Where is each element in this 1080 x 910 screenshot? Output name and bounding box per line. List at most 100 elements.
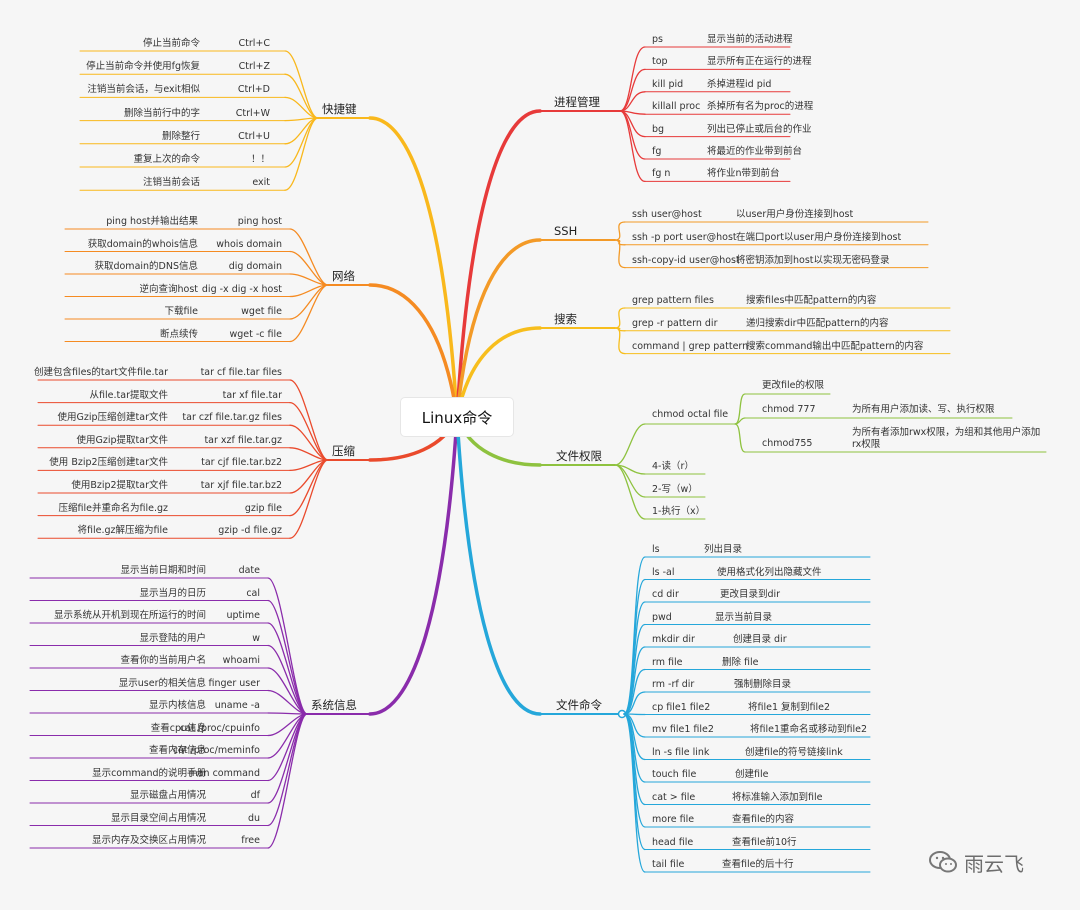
file-item-cmd[interactable]: head file	[652, 836, 694, 848]
file-item-cmd[interactable]: cd dir	[652, 589, 679, 600]
file-item-cmd[interactable]: ls -al	[652, 566, 675, 578]
sysinfo-item-desc[interactable]: 显示内核信息	[148, 700, 206, 711]
file-item-cmd[interactable]: tail file	[652, 859, 685, 870]
category-compress[interactable]: 压缩	[332, 444, 355, 458]
sysinfo-item-desc[interactable]: 查看cpu信息	[150, 722, 206, 734]
compress-item-cmd[interactable]: gzip -d file.gz	[218, 525, 282, 537]
file-item-desc[interactable]: 创建file	[735, 769, 769, 780]
shortcut-item-cmd[interactable]: Ctrl+Z	[238, 61, 270, 73]
shortcut-item-cmd[interactable]: exit	[252, 177, 270, 189]
file-item-desc[interactable]: 删除 file	[722, 656, 759, 668]
search-item-desc[interactable]: 搜索command输出中匹配pattern的内容	[746, 340, 924, 352]
sysinfo-item-desc[interactable]: 显示登陆的用户	[139, 632, 206, 644]
shortcut-item-cmd[interactable]: Ctrl+U	[238, 130, 270, 142]
file-item-cmd[interactable]: mkdir dir	[652, 634, 695, 645]
center-node[interactable]: Linux命令	[401, 398, 513, 436]
sysinfo-item-desc[interactable]: 显示command的说明手册	[92, 767, 206, 779]
shortcut-item-cmd[interactable]: Ctrl+W	[235, 107, 270, 119]
perm-chmod-cmd[interactable]: chmod octal file	[652, 409, 729, 420]
sysinfo-item-cmd[interactable]: whoami	[222, 655, 260, 666]
network-item-cmd[interactable]: dig domain	[228, 261, 282, 272]
network-item-cmd[interactable]: wget -c file	[229, 328, 282, 340]
file-item-cmd[interactable]: more file	[652, 814, 695, 825]
compress-item-desc[interactable]: 使用Bzip2提取tar文件	[71, 480, 168, 491]
network-item-cmd[interactable]: wget file	[241, 306, 282, 317]
file-item-cmd[interactable]: rm file	[652, 656, 683, 668]
sysinfo-item-cmd[interactable]: free	[241, 835, 260, 846]
compress-item-desc[interactable]: 将file.gz解压缩为file	[77, 525, 168, 537]
perm-chmod-desc[interactable]: 更改file的权限	[762, 380, 824, 391]
file-item-cmd[interactable]: mv file1 file2	[652, 724, 714, 735]
sysinfo-item-cmd[interactable]: uname -a	[214, 700, 260, 711]
shortcut-item-desc[interactable]: 删除当前行中的字	[123, 107, 200, 119]
process-item-cmd[interactable]: killall proc	[652, 101, 701, 113]
perm-777-cmd[interactable]: chmod 777	[762, 404, 816, 415]
compress-item-cmd[interactable]: gzip file	[244, 502, 282, 514]
shortcut-item-desc[interactable]: 停止当前命令并使用fg恢复	[86, 61, 200, 73]
process-item-desc[interactable]: 将作业n带到前台	[707, 168, 780, 180]
sysinfo-item-cmd[interactable]: df	[250, 790, 260, 801]
process-item-cmd[interactable]: kill pid	[652, 78, 684, 90]
sysinfo-item-cmd[interactable]: finger user	[208, 677, 260, 689]
shortcut-item-desc[interactable]: 删除整行	[161, 130, 200, 142]
shortcut-item-cmd[interactable]: Ctrl+D	[237, 84, 270, 96]
sysinfo-item-desc[interactable]: 显示user的相关信息	[118, 677, 206, 689]
shortcut-item-desc[interactable]: 注销当前会话	[142, 177, 200, 189]
compress-item-desc[interactable]: 压缩file并重命名为file.gz	[58, 502, 168, 514]
file-item-desc[interactable]: 更改目录到dir	[720, 589, 781, 600]
ssh-item-cmd[interactable]: ssh-copy-id user@host	[632, 254, 740, 266]
network-item-cmd[interactable]: ping host	[237, 216, 282, 227]
sysinfo-item-desc[interactable]: 显示当前日期和时间	[120, 565, 206, 576]
sysinfo-item-desc[interactable]: 显示磁盘占用情况	[129, 790, 206, 801]
network-item-cmd[interactable]: whois domain	[216, 238, 282, 250]
file-item-desc[interactable]: 将标准输入添加到file	[732, 791, 823, 803]
file-item-desc[interactable]: 强制删除目录	[734, 679, 792, 690]
compress-item-desc[interactable]: 从file.tar提取文件	[89, 389, 168, 401]
category-perm[interactable]: 文件权限	[556, 449, 602, 463]
network-item-desc[interactable]: 逆向查询host	[139, 283, 198, 295]
file-item-cmd[interactable]: ls	[652, 544, 660, 555]
shortcut-item-desc[interactable]: 注销当前会话，与exit相似	[87, 84, 200, 96]
category-sysinfo[interactable]: 系统信息	[311, 698, 357, 712]
ssh-item-desc[interactable]: 以user用户身份连接到host	[736, 209, 854, 220]
sysinfo-item-desc[interactable]: 查看你的当前用户名	[120, 655, 206, 666]
file-item-cmd[interactable]: cp file1 file2	[652, 701, 711, 713]
shortcut-item-desc[interactable]: 停止当前命令	[142, 38, 200, 49]
sysinfo-item-cmd[interactable]: du	[247, 812, 260, 824]
compress-item-cmd[interactable]: tar xf file.tar	[222, 389, 282, 401]
process-item-cmd[interactable]: fg	[652, 146, 662, 157]
compress-item-cmd[interactable]: tar xjf file.tar.bz2	[200, 480, 282, 491]
category-shortcut[interactable]: 快捷键	[322, 102, 357, 116]
sysinfo-item-desc[interactable]: 显示当月的日历	[139, 587, 206, 599]
ssh-item-cmd[interactable]: ssh user@host	[632, 209, 702, 220]
shortcut-item-cmd[interactable]: Ctrl+C	[238, 38, 271, 49]
category-file[interactable]: 文件命令	[556, 698, 602, 712]
process-item-desc[interactable]: 列出已停止或后台的作业	[707, 123, 812, 135]
file-item-desc[interactable]: 查看file的后十行	[722, 859, 794, 870]
network-item-cmd[interactable]: dig -x dig -x host	[201, 283, 282, 295]
search-item-cmd[interactable]: grep -r pattern dir	[632, 317, 718, 329]
sysinfo-item-cmd[interactable]: cat /proc/meminfo	[172, 745, 260, 756]
sysinfo-item-cmd[interactable]: uptime	[226, 610, 260, 621]
file-item-cmd[interactable]: cat > file	[652, 791, 696, 803]
ssh-item-desc[interactable]: 将密钥添加到host以实现无密码登录	[736, 254, 890, 266]
process-item-cmd[interactable]: top	[652, 56, 668, 68]
network-item-desc[interactable]: 下载file	[164, 306, 198, 317]
process-item-desc[interactable]: 显示所有正在运行的进程	[707, 56, 812, 68]
compress-item-cmd[interactable]: tar czf file.tar.gz files	[182, 412, 282, 424]
file-item-desc[interactable]: 显示当前目录	[715, 611, 773, 623]
perm-w-label[interactable]: 2-写（w）	[652, 484, 698, 495]
process-item-desc[interactable]: 杀掉所有名为proc的进程	[707, 101, 814, 113]
network-item-desc[interactable]: ping host并输出结果	[106, 216, 198, 227]
file-item-desc[interactable]: 将file1重命名或移动到file2	[750, 724, 868, 735]
perm-r-label[interactable]: 4-读（r）	[652, 461, 694, 472]
file-item-desc[interactable]: 使用格式化列出隐藏文件	[717, 566, 822, 578]
compress-item-desc[interactable]: 使用 Bzip2压缩创建tar文件	[49, 457, 168, 469]
file-item-desc[interactable]: 创建file的符号链接link	[745, 746, 843, 758]
process-item-cmd[interactable]: fg n	[652, 168, 671, 180]
file-item-cmd[interactable]: pwd	[652, 611, 672, 623]
ssh-item-cmd[interactable]: ssh -p port user@host	[632, 231, 737, 243]
category-process[interactable]: 进程管理	[554, 95, 600, 109]
search-item-desc[interactable]: 搜索files中匹配pattern的内容	[746, 295, 877, 306]
file-item-desc[interactable]: 列出目录	[704, 544, 743, 555]
